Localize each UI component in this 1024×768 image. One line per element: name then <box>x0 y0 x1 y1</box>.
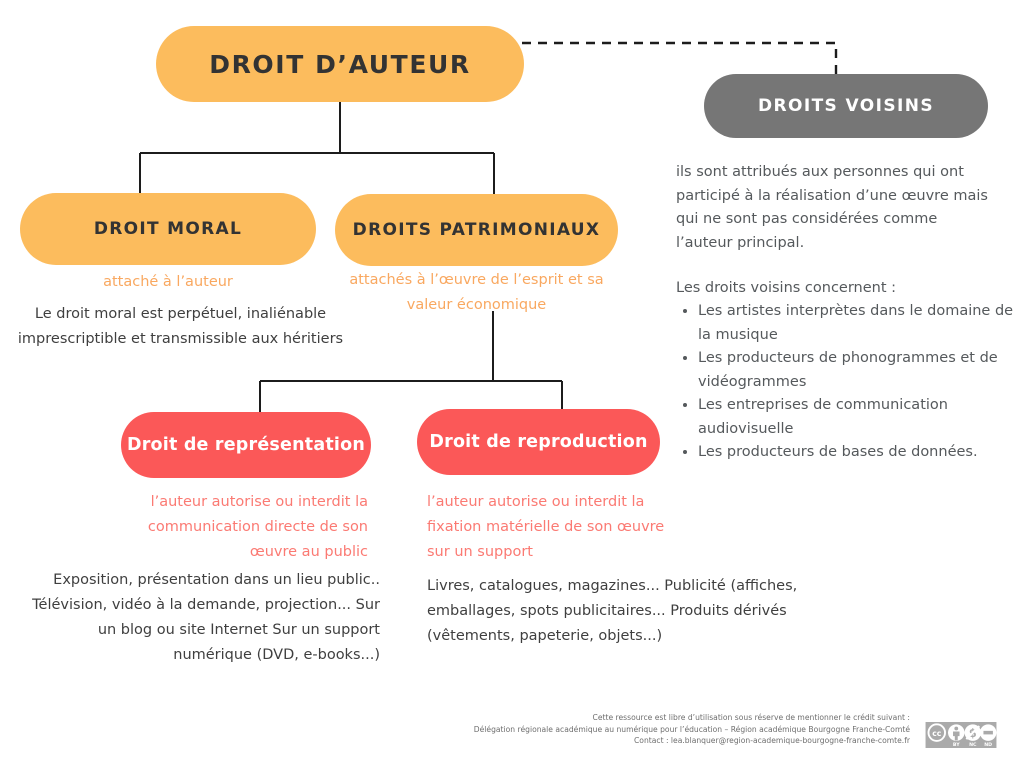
node-droit-reproduction[interactable]: Droit de reproduction <box>417 409 660 475</box>
caption-droit-moral: attaché à l’auteur <box>103 274 233 290</box>
list-item: Les entreprises de communication audiovi… <box>698 394 1024 441</box>
list-item: Les producteurs de bases de données. <box>698 441 1024 465</box>
svg-text:ND: ND <box>984 742 992 748</box>
node-droits-patrimoniaux[interactable]: DROITS PATRIMONIAUX <box>335 194 618 266</box>
footer-credit: Cette ressource est libre d’utilisation … <box>470 712 910 747</box>
list-item: Les producteurs de phonogrammes et de vi… <box>698 347 1024 394</box>
caption-droits-patrimoniaux: attachés à l’œuvre de l’esprit et sa val… <box>349 272 604 313</box>
node-droit-representation-label: Droit de représentation <box>126 435 365 455</box>
droits-voisins-list: Les artistes interprètes dans le domaine… <box>676 300 1024 465</box>
node-droit-moral-label: DROIT MORAL <box>93 219 243 239</box>
examples-droit-representation: Exposition, présentation dans un lieu pu… <box>32 572 380 663</box>
svg-text:cc: cc <box>932 729 942 738</box>
footer-line-1: Cette ressource est libre d’utilisation … <box>592 713 910 722</box>
caption-droit-reproduction: l’auteur autorise ou interdit la fixatio… <box>427 494 665 560</box>
examples-droit-reproduction: Livres, catalogues, magazines... Publici… <box>427 578 798 644</box>
svg-text:BY: BY <box>953 742 960 748</box>
node-droit-reproduction-label: Droit de reproduction <box>429 432 648 452</box>
footer-line-3: Contact : lea.blanquer@region-academique… <box>634 736 910 745</box>
node-droits-patrimoniaux-label: DROITS PATRIMONIAUX <box>352 220 601 240</box>
list-item: Les artistes interprètes dans le domaine… <box>698 300 1024 347</box>
node-droits-voisins-label: DROITS VOISINS <box>757 96 934 116</box>
node-droit-auteur-label: DROIT D’AUTEUR <box>209 49 471 79</box>
description-droit-moral: Le droit moral est perpétuel, inaliénabl… <box>17 306 344 347</box>
caption-droit-representation: l’auteur autorise ou interdit la communi… <box>147 494 368 560</box>
creative-commons-license-icon: cc $ BY NC ND <box>925 722 997 748</box>
svg-text:NC: NC <box>969 742 977 748</box>
droits-voisins-list-heading: Les droits voisins concernent : <box>676 280 897 296</box>
node-droit-moral[interactable]: DROIT MORAL <box>20 193 316 265</box>
node-droit-representation[interactable]: Droit de représentation <box>121 412 371 478</box>
footer-line-2: Délégation régionale académique au numér… <box>473 724 910 734</box>
node-droits-voisins[interactable]: DROITS VOISINS <box>704 74 988 138</box>
droits-voisins-intro: ils sont attribués aux personnes qui ont… <box>676 164 988 251</box>
node-droit-auteur[interactable]: DROIT D’AUTEUR <box>156 26 524 102</box>
